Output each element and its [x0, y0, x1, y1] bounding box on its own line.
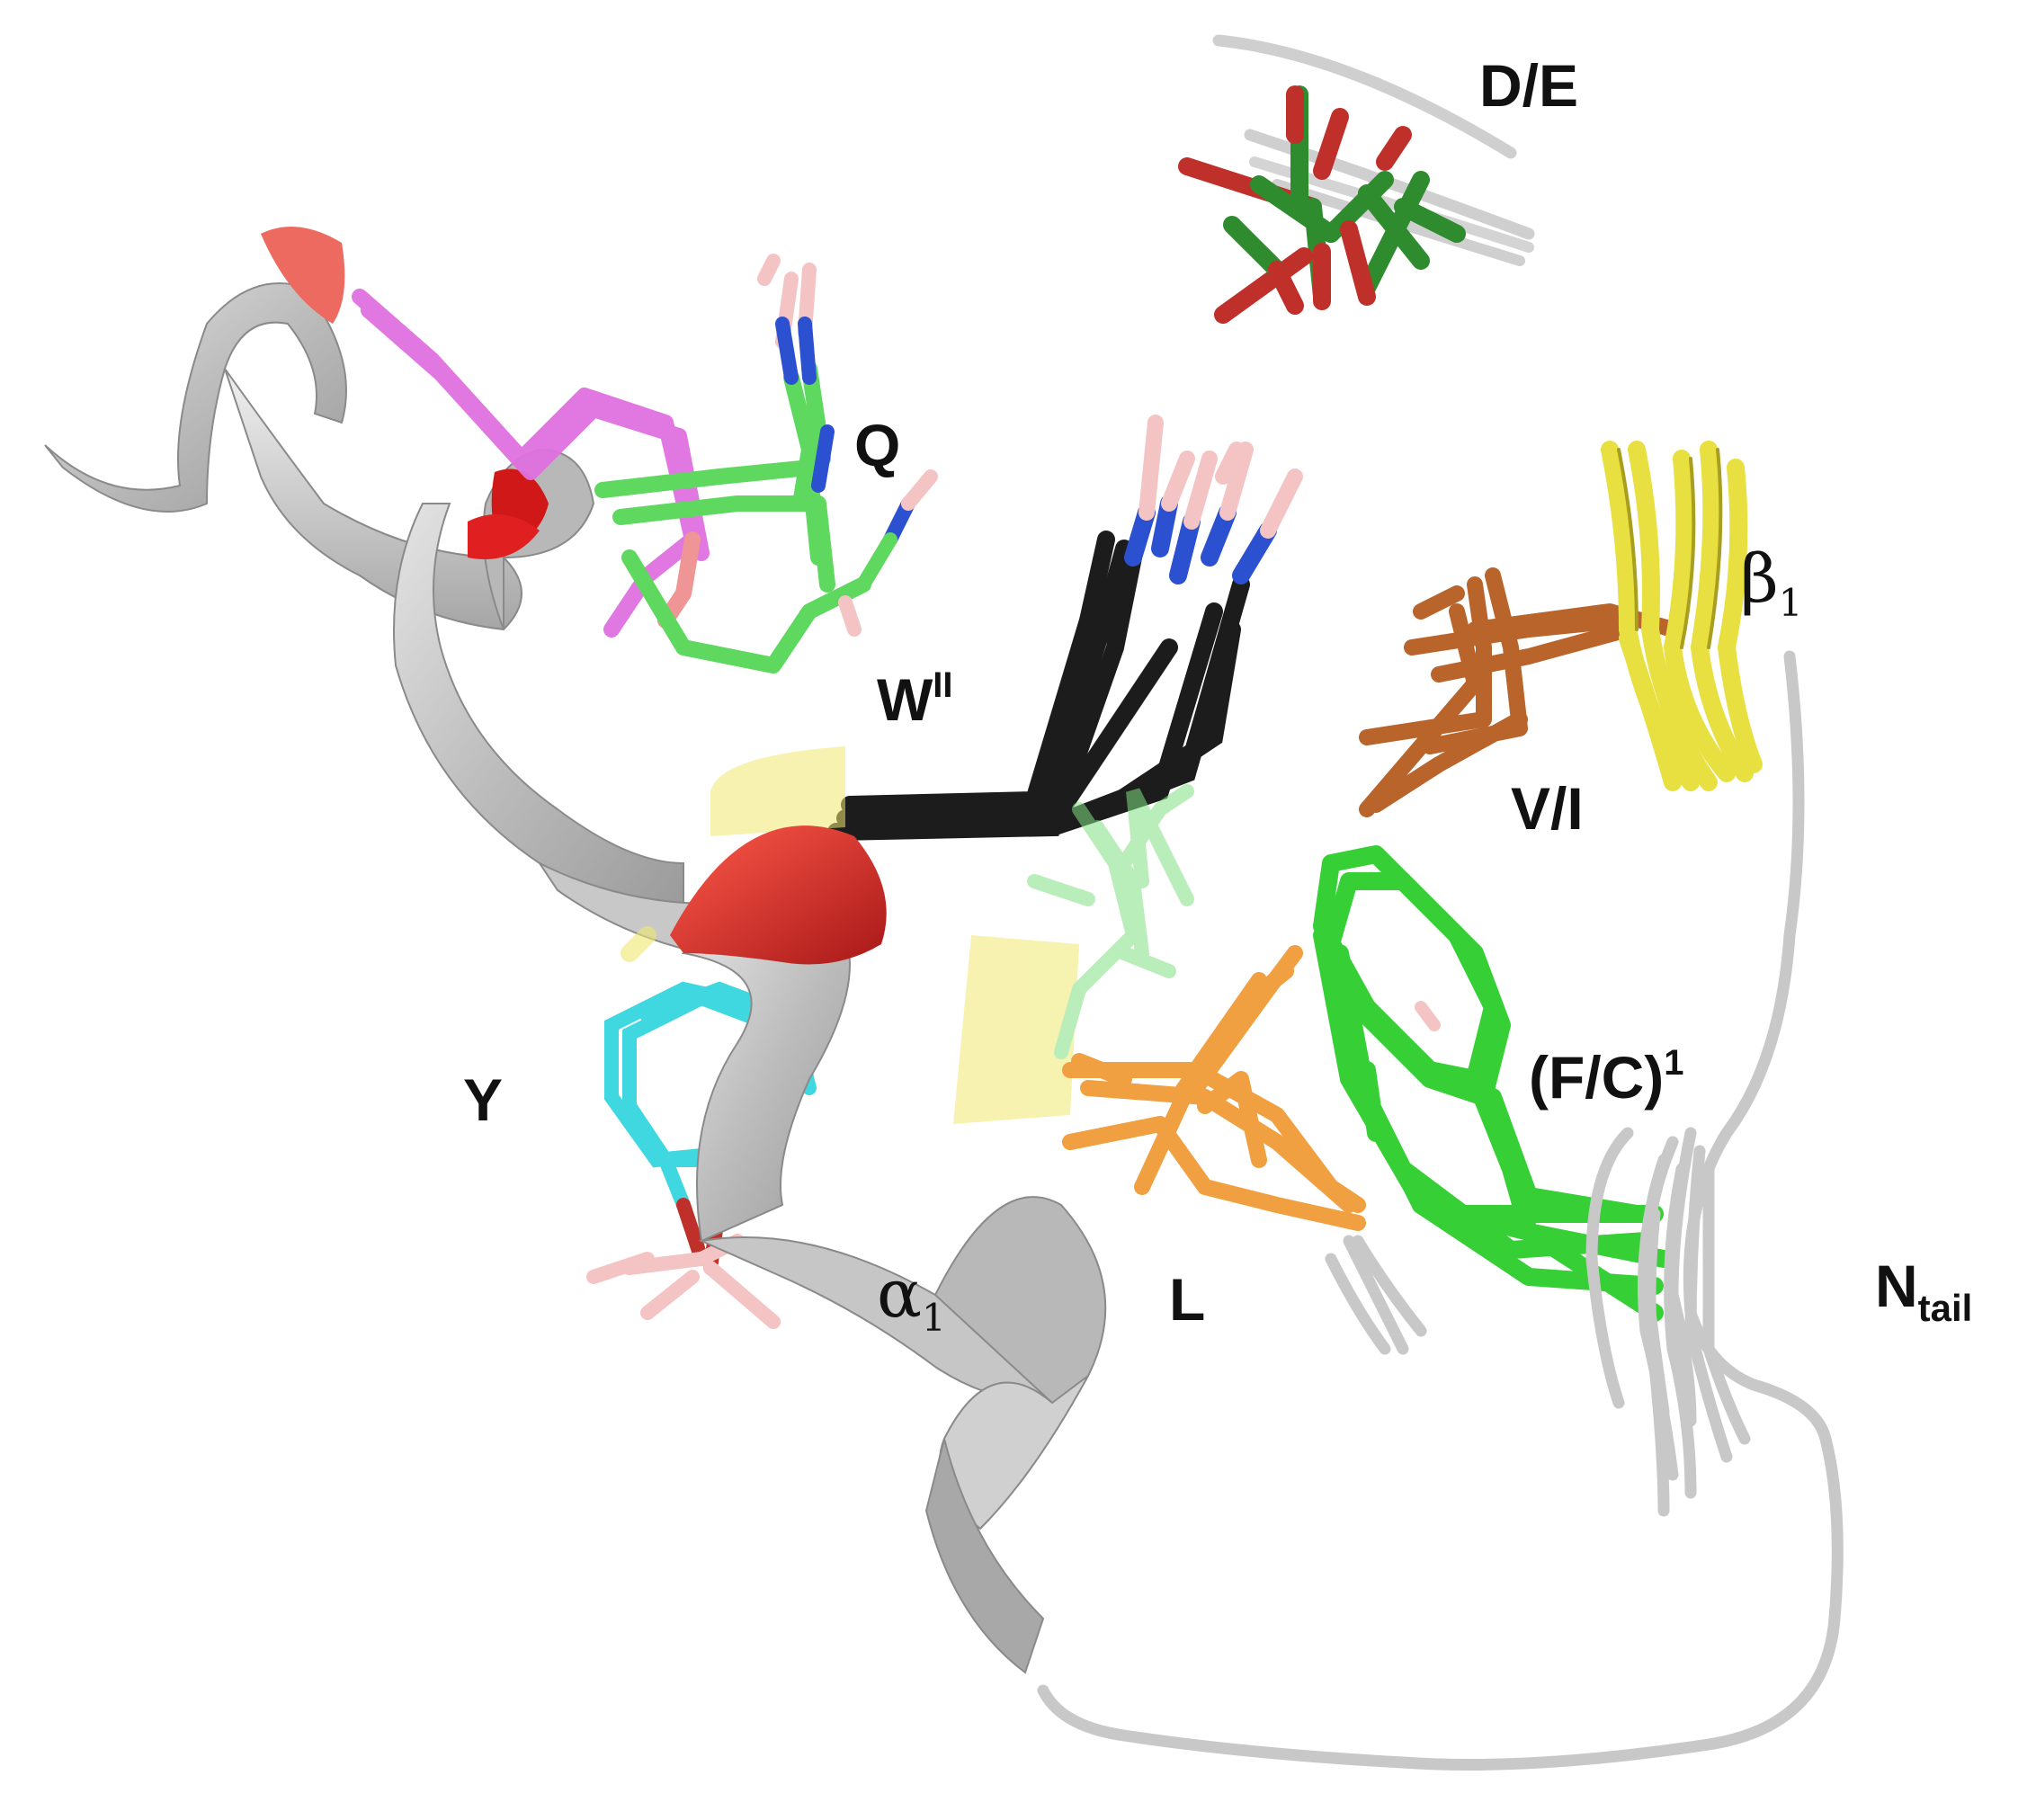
label-beta-sub: 1 — [1778, 581, 1803, 625]
label-l: L — [1169, 1270, 1205, 1329]
label-f-c-sup: 1 — [1664, 1043, 1684, 1083]
label-alpha-sub: 1 — [921, 1296, 946, 1340]
d-e-residue-cluster — [1178, 34, 1535, 324]
label-q: Q — [854, 415, 900, 475]
label-w: WII — [877, 667, 953, 729]
label-v-i: V/I — [1511, 779, 1584, 838]
label-y-text: Y — [463, 1066, 504, 1133]
center-background-residues — [710, 746, 1194, 1124]
label-w-text: W — [877, 666, 933, 733]
label-alpha-text: α — [877, 1255, 922, 1333]
label-beta-text: β — [1740, 540, 1779, 618]
label-w-sup: II — [933, 665, 953, 705]
label-d-e: D/E — [1479, 56, 1578, 115]
alpha-helix-ribbon — [44, 227, 775, 958]
beta-strand — [1601, 441, 1763, 791]
label-n-tail: Ntail — [1875, 1256, 1972, 1327]
q-residue — [594, 254, 938, 674]
l-residue — [1062, 945, 1366, 1231]
label-n-text: N — [1875, 1253, 1918, 1319]
label-f-c-text: (F/C) — [1529, 1044, 1665, 1111]
label-v-i-text: V/I — [1511, 775, 1584, 842]
label-l-text: L — [1169, 1266, 1206, 1333]
label-f-c: (F/C)1 — [1529, 1045, 1684, 1107]
pink-residue — [352, 289, 710, 638]
label-beta: β1 — [1740, 546, 1803, 622]
alpha-helix-front — [670, 825, 1107, 1674]
label-n-sub: tail — [1917, 1287, 1973, 1329]
label-alpha: α1 — [877, 1261, 946, 1337]
w-residue — [827, 415, 1303, 841]
label-q-text: Q — [854, 412, 901, 478]
label-y: Y — [463, 1070, 503, 1129]
label-d-e-text: D/E — [1479, 52, 1579, 119]
v-i-residues — [1359, 567, 1681, 817]
f-c-hydrogen — [1415, 1001, 1441, 1031]
n-tail-coils — [1037, 650, 1844, 1771]
